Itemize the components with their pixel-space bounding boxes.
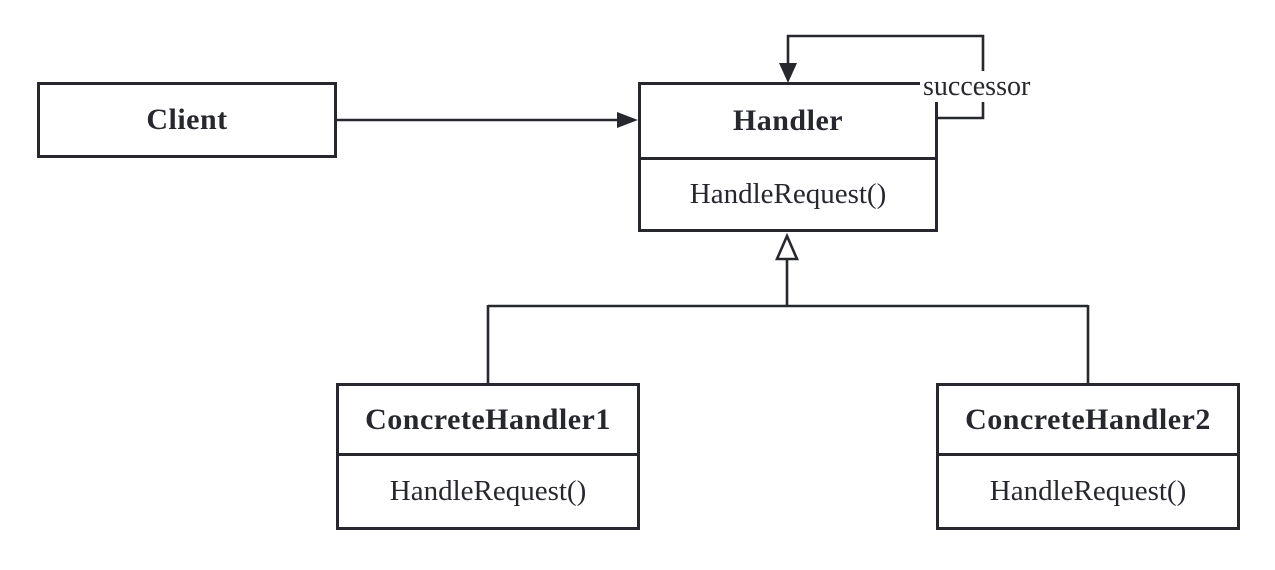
filled-arrowhead-down-icon [779,63,797,83]
class-box-handler: Handler HandleRequest() [638,82,938,232]
inheritance-connector [486,232,1090,384]
class-box-concrete-handler-1: ConcreteHandler1 HandleRequest() [336,383,640,530]
class-method-handler: HandleRequest() [641,157,935,229]
class-box-client: Client [37,82,337,158]
class-name-handler: Handler [732,104,844,137]
hollow-triangle-icon [775,232,799,261]
association-client-to-handler [337,112,638,128]
successor-self-loop [779,34,985,120]
class-name-concrete-handler-1: ConcreteHandler1 [365,402,611,436]
class-name-concrete-handler-2: ConcreteHandler2 [965,402,1211,436]
class-name-client: Client [146,103,228,136]
filled-arrowhead-right-icon [617,112,638,128]
successor-edge-label: successor [920,71,1034,102]
class-method-concrete-handler-1: HandleRequest() [339,453,637,527]
class-box-concrete-handler-2: ConcreteHandler2 HandleRequest() [936,383,1240,530]
class-method-concrete-handler-2: HandleRequest() [939,453,1237,527]
